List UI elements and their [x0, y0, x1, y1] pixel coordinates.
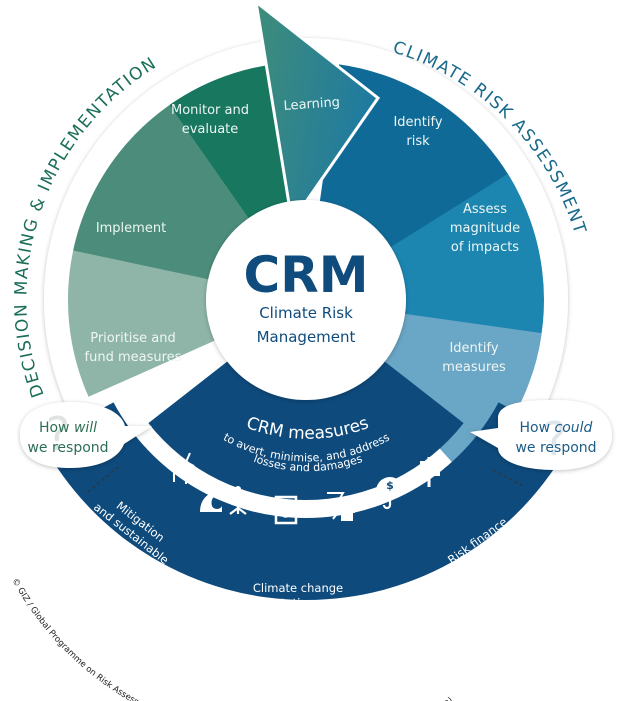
bubble-right-line-2: we respond	[515, 440, 596, 456]
identify-risk-line-2: risk	[406, 134, 430, 149]
speech-bubble-right	[470, 400, 612, 470]
law-book-icon: §	[274, 495, 298, 525]
wind-turbine-icon	[165, 451, 195, 484]
question-mark-icon-left: ?	[46, 407, 70, 461]
crm-cycle-ring	[41, 0, 571, 600]
measures-icons: § $	[165, 451, 442, 525]
bubble-right-pre: How	[520, 420, 555, 436]
bubble-left-line-1: How will	[39, 420, 97, 436]
monitor-line-2: evaluate	[182, 122, 239, 137]
segment-implement-label: Implement	[96, 221, 166, 236]
signpost-icon	[418, 457, 442, 487]
bubble-left-line-2: we respond	[27, 440, 108, 456]
question-mark-icon-right: ?	[543, 412, 567, 466]
segment-learning-arrow	[254, 0, 381, 226]
band-middle-line-3: disaster risk	[263, 611, 333, 625]
identify-measures-line-1: Identify	[449, 341, 498, 356]
assess-line-3: of impacts	[451, 240, 519, 255]
left-connector-line	[87, 466, 119, 493]
band-middle-line-2: adaptation, and	[252, 596, 343, 610]
svg-text:§: §	[282, 502, 290, 520]
assess-line-2: magnitude	[450, 221, 520, 236]
band-middle-line-1: Climate change	[253, 581, 343, 595]
segment-prioritise-label: Prioritise and fund measures	[85, 331, 182, 365]
segment-identify-risk-label: Identify risk	[393, 115, 442, 149]
segment-learning-label: Learning	[283, 95, 340, 114]
identify-measures-line-2: measures	[442, 360, 506, 375]
assess-line-1: Assess	[463, 202, 507, 217]
segment-assess-label: Assess magnitude of impacts	[450, 202, 520, 255]
band-middle-text: Climate change adaptation, and disaster …	[252, 581, 343, 640]
band-global-tools	[41, 402, 571, 600]
center-line-1: Climate Risk	[259, 304, 353, 322]
center-acronym: CRM	[244, 246, 369, 304]
bubble-right-em: could	[555, 420, 593, 436]
band-global-label-text: At global level	[52, 579, 143, 645]
bubble-left-pre: How	[39, 420, 74, 436]
band-middle-line-4: reduction	[271, 626, 326, 640]
segment-identify-measures-label: Identify measures	[442, 341, 506, 375]
mangrove-icon	[229, 486, 247, 515]
speech-bubble-left	[20, 402, 152, 468]
svg-text:$: $	[386, 479, 394, 492]
prioritise-line-1: Prioritise and	[90, 331, 176, 346]
center-line-2: Management	[257, 328, 356, 346]
segment-monitor-label: Monitor and evaluate	[171, 103, 249, 137]
right-connector-line	[492, 469, 526, 488]
identify-risk-line-1: Identify	[393, 115, 442, 130]
monitor-line-1: Monitor and	[171, 103, 249, 118]
prioritise-line-2: fund measures	[85, 350, 182, 365]
wave-icon	[200, 491, 222, 512]
bubble-right-line-1: How could	[520, 420, 593, 436]
bubble-left-em: will	[74, 420, 97, 436]
center-circle	[206, 200, 406, 400]
band-global-label: At global level	[52, 579, 143, 645]
insurance-umbrella-icon: $	[376, 477, 404, 510]
segment-crm-measures	[148, 356, 464, 500]
tornado-house-icon	[327, 492, 355, 521]
